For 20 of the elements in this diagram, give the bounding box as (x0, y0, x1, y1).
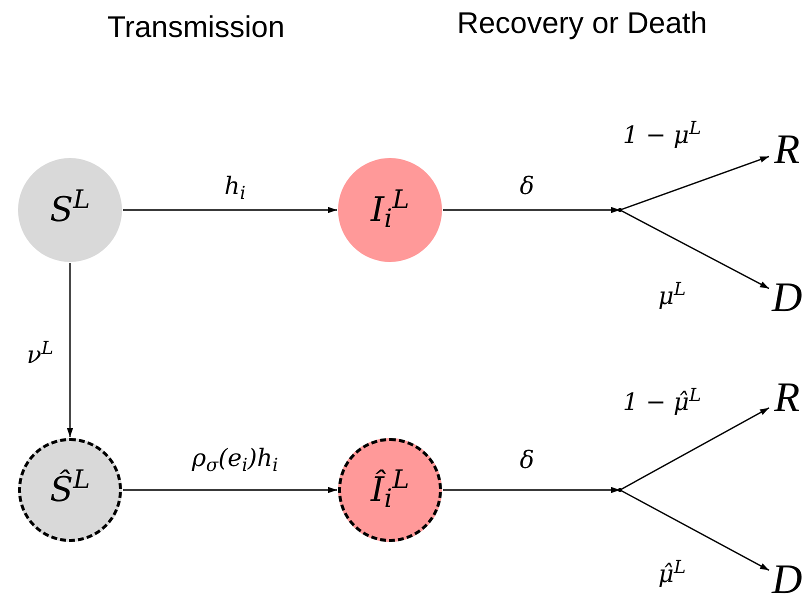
outcome-label: D (769, 556, 805, 596)
junction-point (618, 488, 622, 492)
arrow (443, 486, 620, 494)
arrow (443, 206, 620, 214)
outcome-label: R (769, 374, 805, 422)
arrow (620, 156, 770, 211)
column-heading: Transmission (107, 13, 285, 43)
arrow (620, 209, 770, 290)
arrow (123, 206, 337, 214)
outcome-label: R (769, 126, 805, 174)
arrow (620, 489, 770, 571)
arrow (66, 263, 74, 437)
outcome-label: D (769, 274, 805, 322)
junction-point (618, 208, 622, 212)
arrow (620, 407, 770, 491)
column-heading: Recovery or Death (456, 9, 708, 39)
edge-label: μ̂$^{L}$ (656, 562, 688, 586)
arrow (123, 486, 337, 494)
edge-label: ρ$_{σ}$(e$_{i}$)h$_{i}$ (190, 446, 280, 470)
edge-label: μ$^{L}$ (656, 284, 688, 308)
